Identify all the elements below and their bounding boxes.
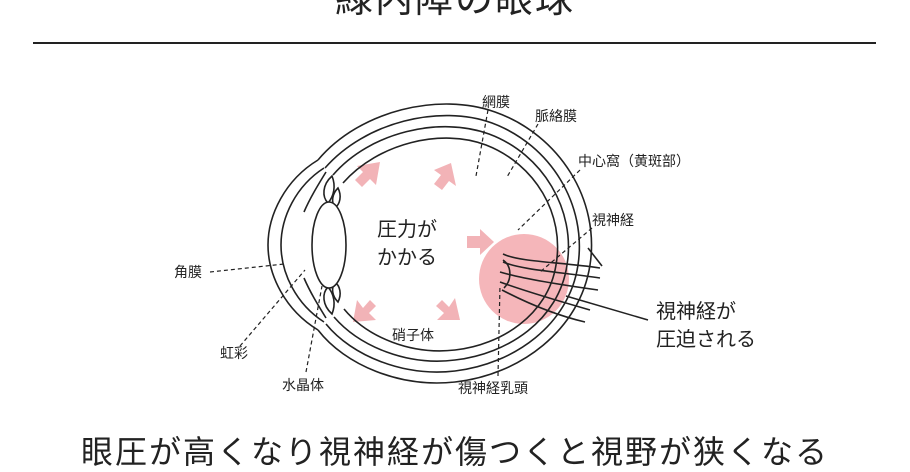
fovea-leader (517, 169, 581, 231)
pressure-arrow-lower-left (353, 300, 376, 322)
optic-nerve-leader (539, 227, 593, 273)
label-choroid: 脈絡膜 (535, 109, 577, 125)
pressure-arrow-lower-right (436, 298, 460, 320)
iris-lower (303, 277, 327, 319)
optic-disc-leader (497, 284, 501, 377)
iris-leader (239, 269, 306, 347)
pressure-arrow-right (467, 229, 494, 255)
iris-upper (303, 171, 327, 213)
title-divider (33, 42, 876, 44)
label-fovea: 中心窩（黄斑部） (578, 153, 690, 170)
sclera-outer (317, 103, 593, 384)
optic-nerve-pressure-area (479, 234, 569, 324)
optic-cup (502, 259, 511, 289)
pressure-arrows (353, 162, 494, 322)
optic-nerve-upper-outer (587, 247, 603, 267)
optic-nerve-lower-2 (501, 289, 586, 323)
diagram-title: 緑内障の眼球 (0, 0, 910, 22)
compressed-text-line2: 圧迫される (656, 327, 756, 351)
optic-nerve (499, 247, 603, 323)
label-retina: 網膜 (482, 95, 510, 111)
compressed-nerve-leader (565, 295, 649, 321)
choroid-leader (506, 123, 539, 178)
caption: 眼圧が高くなり視神経が傷つくと視野が狭くなる (80, 433, 829, 471)
cornea-inner (280, 167, 325, 323)
pressure-text-line2: かかる (377, 245, 437, 269)
pressure-arrow-upper-right (434, 163, 456, 190)
optic-nerve-mid (499, 271, 599, 291)
label-optic-nerve: 視神経 (592, 213, 634, 229)
optic-nerve-upper-2 (502, 261, 601, 279)
label-lens: 水晶体 (282, 378, 324, 394)
eye-diagram: 網膜 脈絡膜 中心窩（黄斑部） 視神経 角膜 虹彩 水晶体 硝子体 視神経乳頭 … (174, 95, 756, 397)
lens-leader (305, 285, 323, 373)
pressure-arrow-upper-left (355, 162, 380, 187)
optic-nerve-upper (502, 253, 601, 269)
lens (311, 201, 347, 289)
cornea-leader (209, 263, 285, 273)
label-vitreous: 硝子体 (392, 328, 434, 344)
cornea (267, 159, 319, 331)
label-iris: 虹彩 (220, 346, 248, 362)
inner-retina-line (342, 137, 559, 352)
label-cornea: 角膜 (174, 265, 202, 281)
pressure-text-line1: 圧力が (377, 217, 437, 241)
label-leaders (209, 109, 593, 377)
compressed-text-line1: 視神経が (656, 299, 736, 323)
label-optic-disc: 視神経乳頭 (458, 381, 528, 397)
